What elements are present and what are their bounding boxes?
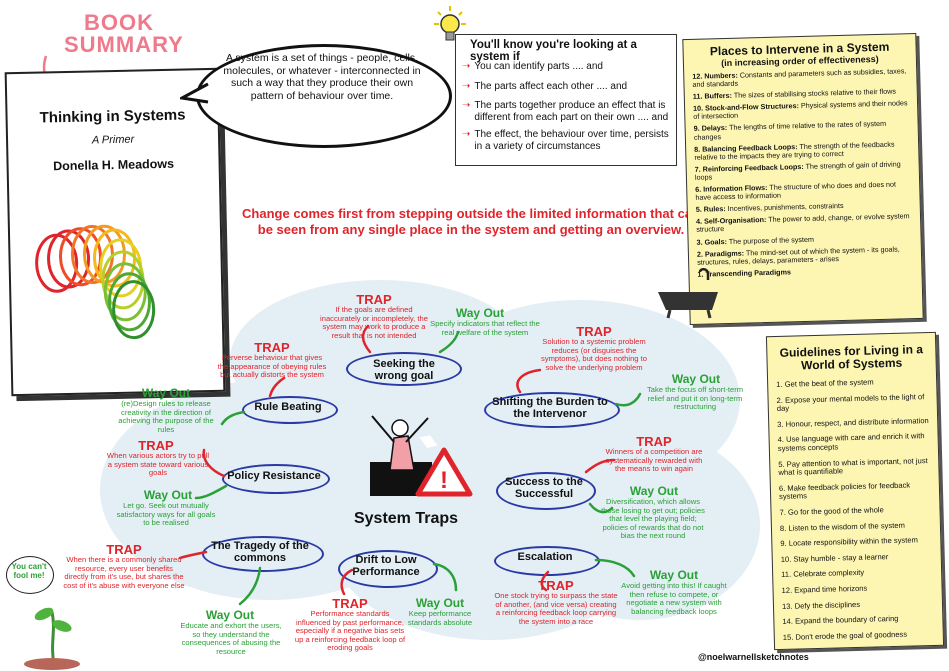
trap-ring xyxy=(222,464,330,494)
system-traps-label: System Traps xyxy=(353,510,459,527)
list-item: ➝The effect, the behaviour over time, pe… xyxy=(462,129,669,152)
trap-ring xyxy=(484,392,620,428)
lightbulb-icon xyxy=(434,6,466,41)
way-out-label: Way Out xyxy=(671,372,721,386)
way-out-description: Take the focus off short-term relief and… xyxy=(646,385,744,412)
trap-ring xyxy=(242,396,338,424)
way-out-description: Specify indicators that reflect the real… xyxy=(430,319,540,337)
seedling-icon xyxy=(24,607,80,670)
headline-quote: Change comes first from stepping outside… xyxy=(242,206,700,237)
list-item: ➝The parts affect each other .... and xyxy=(462,80,628,92)
way-out-label: Way Out xyxy=(649,568,699,582)
arrow-icon: ➝ xyxy=(462,129,471,140)
author-credit: @noelwarnellsketchnotes xyxy=(698,652,809,662)
escaping-figure-illustration: ! xyxy=(370,415,473,497)
trap-description: If the goals are defined inaccurately or… xyxy=(320,305,428,340)
trap-label: TRAP xyxy=(576,324,612,339)
list-item: ➝You can identify parts .... and xyxy=(462,61,603,72)
slinky-illustration xyxy=(35,224,156,340)
way-out-description: Keep performance standards absolute xyxy=(407,609,473,627)
way-out-label: Way Out xyxy=(455,306,505,320)
cloud-shape xyxy=(520,430,760,620)
trap-name: Shifting the Burden to the Intervenor xyxy=(492,396,608,420)
trap-name: The Tragedy of the commons xyxy=(211,540,309,564)
way-out-label: Way Out xyxy=(205,608,255,622)
trap-description: One stock trying to surpass the state of… xyxy=(494,591,618,626)
way-out-label: Way Out xyxy=(143,488,193,502)
trap-description: Perverse behaviour that gives the appear… xyxy=(217,353,327,380)
definition-bubble xyxy=(196,44,452,148)
way-out-description: Avoid getting into this! If caught then … xyxy=(621,581,727,616)
trap-label: TRAP xyxy=(538,578,574,593)
trap-ring xyxy=(202,536,324,572)
way-out-description: Educate and exhort the users, so they un… xyxy=(180,621,282,656)
bubble-tail xyxy=(180,82,209,104)
trap-name: Escalation xyxy=(517,551,573,563)
trap-name: Policy Resistance xyxy=(227,470,321,482)
sprout-speech-text: You can't fool me! xyxy=(11,562,47,580)
trap-name: Rule Beating xyxy=(254,401,322,413)
trap-description: Performance standards influenced by past… xyxy=(294,609,406,653)
way-out-description: Diversification, which allows those losi… xyxy=(601,497,705,541)
way-out-label: Way Out xyxy=(141,386,191,400)
way-out-label: Way Out xyxy=(415,596,465,610)
list-item: ➝The parts together produce an effect th… xyxy=(462,100,669,123)
trap-ring xyxy=(338,550,438,588)
way-out-label: Way Out xyxy=(629,484,679,498)
trap-label: TRAP xyxy=(138,438,174,453)
trap-name: Success to the Successful xyxy=(505,476,583,500)
trap-description: When various actors try to pull a system… xyxy=(106,451,210,478)
arrow-icon: ➝ xyxy=(462,61,471,72)
system-checklist-card: You'll know you're looking at a system i… xyxy=(455,34,677,166)
trap-name: Drift to Low Performance xyxy=(352,554,420,578)
trap-description: When there is a commonly shared resource… xyxy=(63,555,185,590)
trap-label: TRAP xyxy=(356,292,392,307)
book-card: Thinking in Systems A Primer Donella H. … xyxy=(4,67,226,397)
trap-label: TRAP xyxy=(332,596,368,611)
trap-ring xyxy=(496,472,596,510)
trap-label: TRAP xyxy=(106,542,142,557)
trap-ring xyxy=(346,352,462,386)
trap-label: TRAP xyxy=(636,434,672,449)
trap-name: Seeking the wrong goal xyxy=(373,358,435,382)
system-definition-text: A system is a set of things - people, ce… xyxy=(223,52,421,102)
bathtub-icon xyxy=(658,268,718,319)
trap-label: TRAP xyxy=(254,340,290,355)
svg-text:!: ! xyxy=(440,467,448,494)
way-out-description: Let go. Seek out mutually satisfactory w… xyxy=(116,501,216,528)
arrow-icon: ➝ xyxy=(462,80,471,92)
arrow-icon: ➝ xyxy=(462,100,471,111)
checklist-title: You'll know you're looking at a system i… xyxy=(470,39,637,63)
way-out-description: (re)Design rules to release creativity i… xyxy=(118,399,214,434)
sprout-speech-bubble xyxy=(6,556,54,594)
trap-description: Winners of a competition are systematica… xyxy=(605,447,703,474)
checklist-items: ➝You can identify parts .... and ➝The pa… xyxy=(462,61,674,152)
book-summary-heading: BOOK SUMMARY xyxy=(64,10,184,57)
trap-description: Solution to a systemic problem reduces (… xyxy=(541,337,647,372)
